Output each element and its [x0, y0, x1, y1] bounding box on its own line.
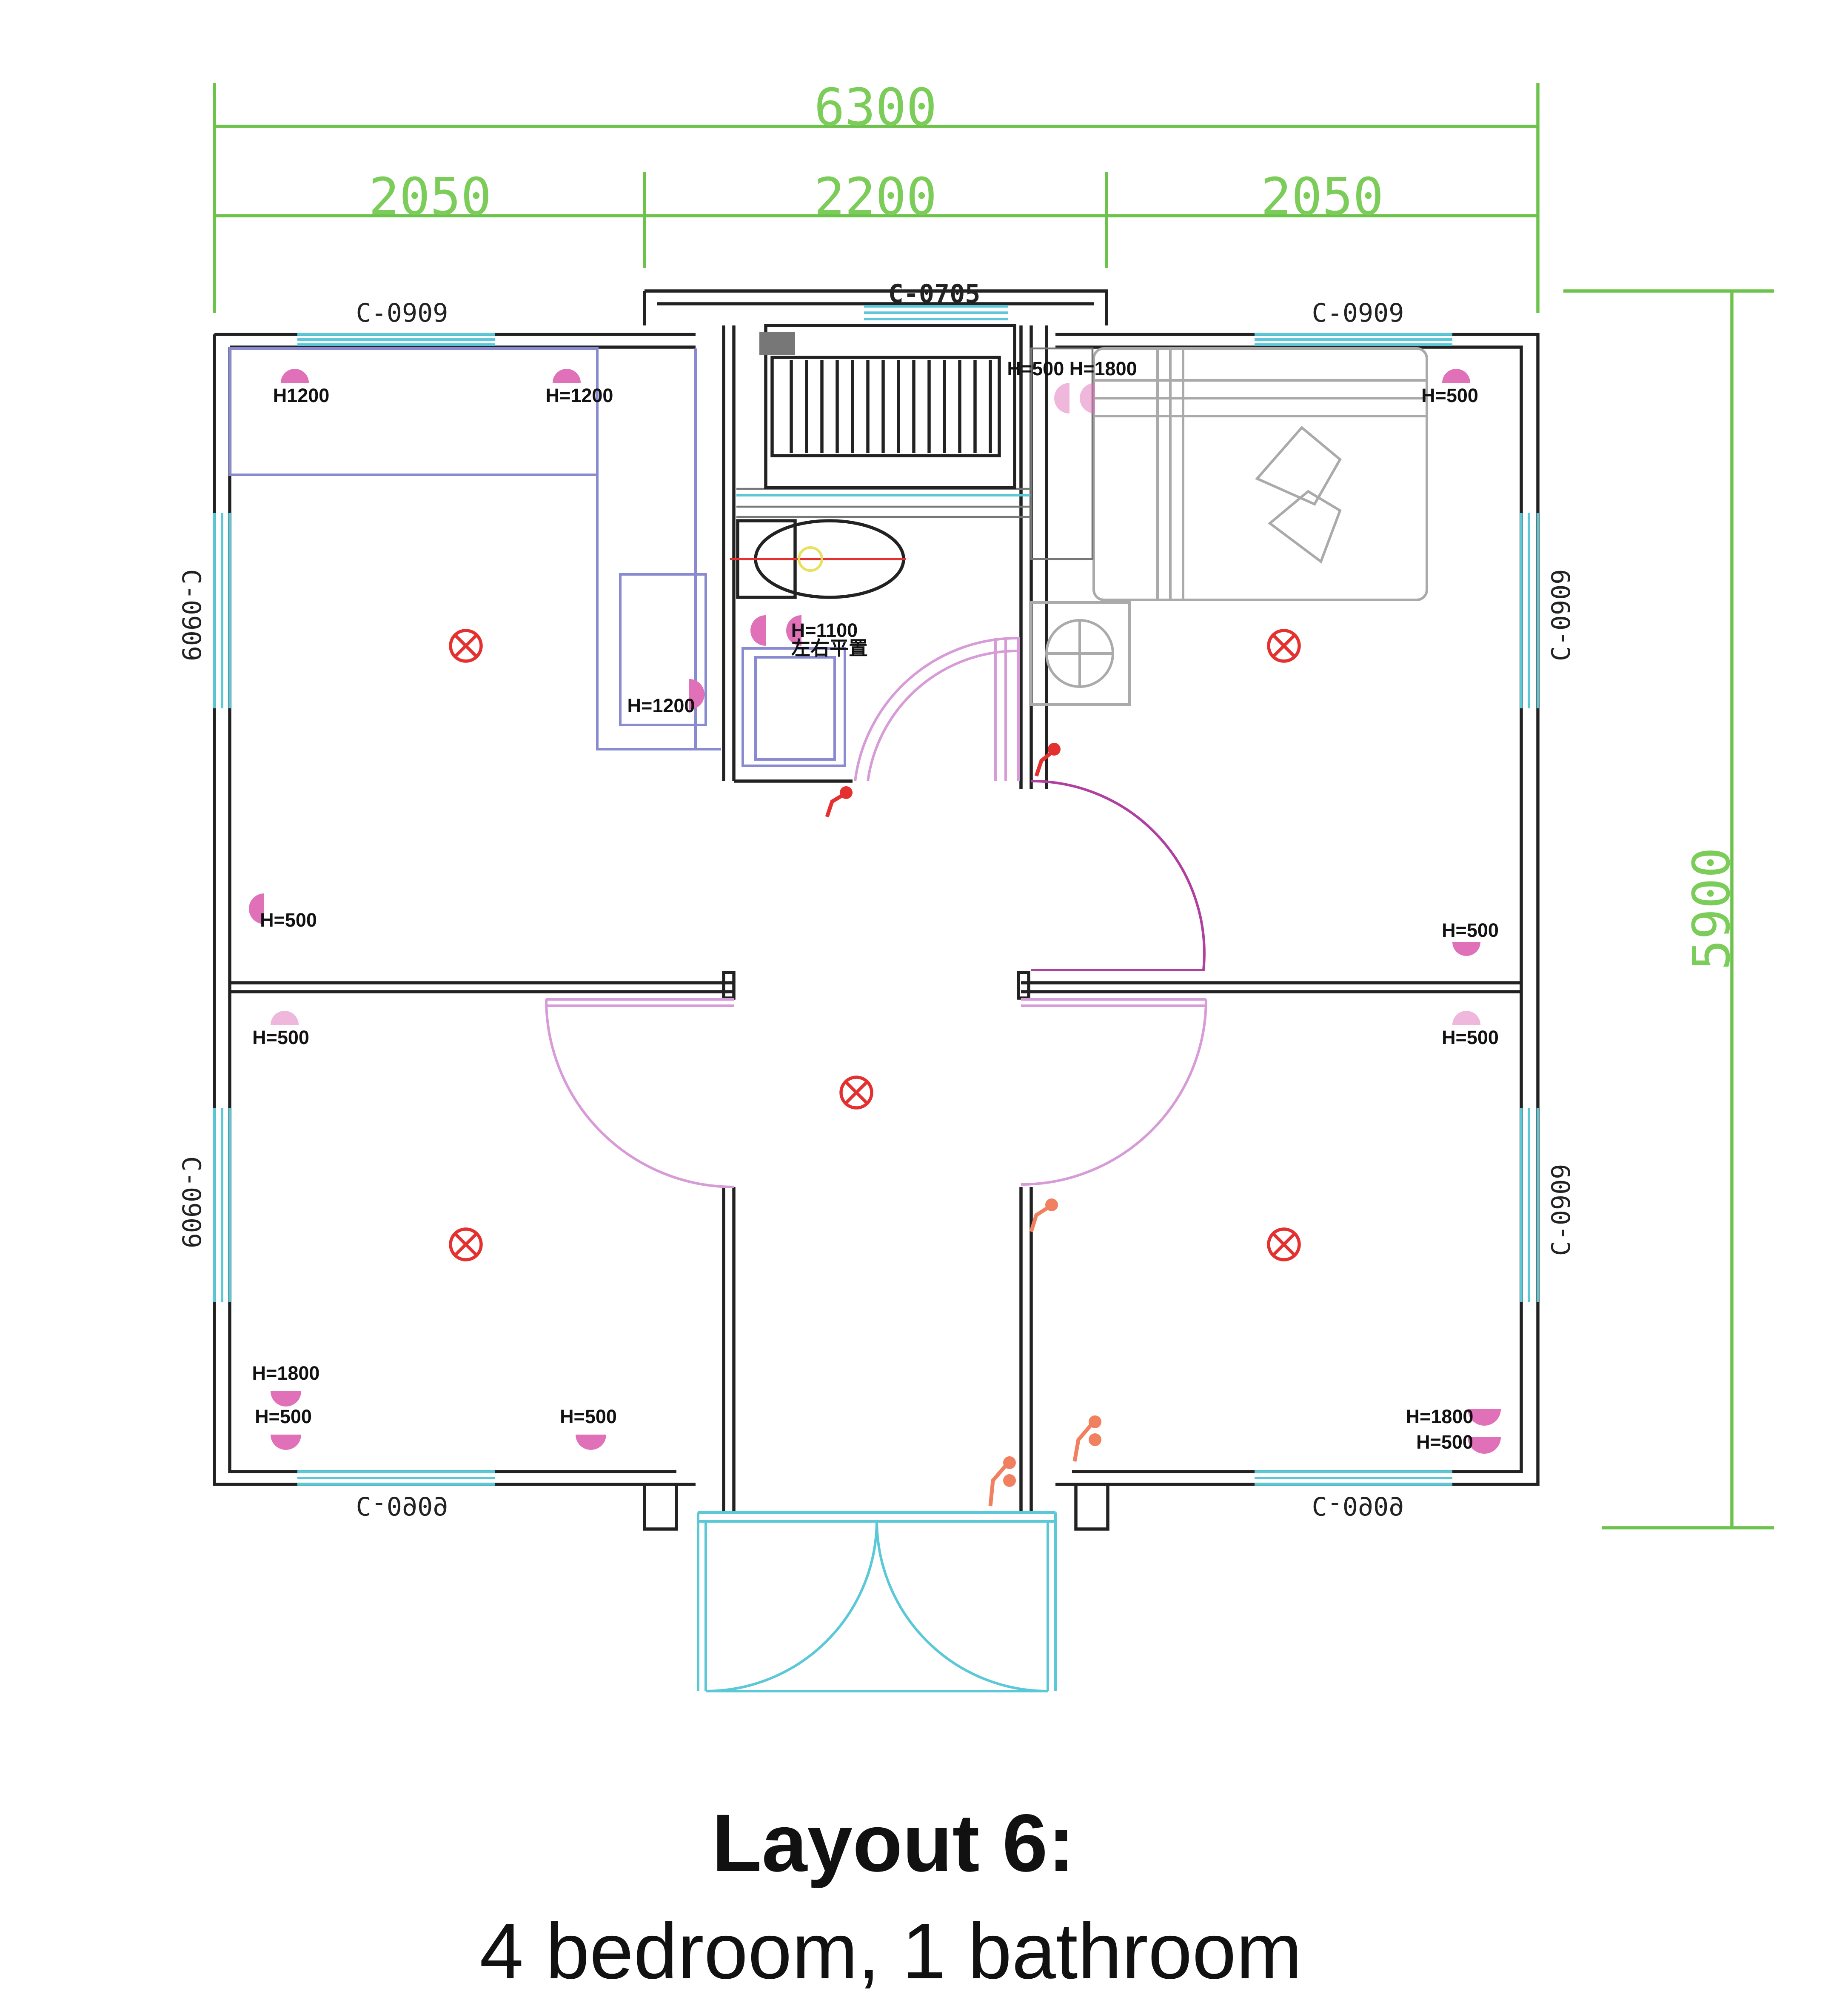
socket-icon	[271, 1011, 299, 1025]
entrance-door[interactable]	[697, 1511, 1057, 1692]
light-icon	[839, 1076, 873, 1110]
switches	[825, 743, 1101, 1506]
layout-subtitle: 4 bedroom, 1 bathroom	[479, 1907, 1302, 1995]
socket-icon	[576, 1435, 606, 1450]
height-label: 左右平置	[791, 637, 868, 659]
height-label: H=500	[1421, 385, 1478, 406]
sockets	[249, 369, 1501, 1454]
window-label: C-0909	[1312, 1491, 1404, 1521]
height-label: H=500 H=1800	[1007, 358, 1137, 379]
socket-icon	[1442, 369, 1470, 383]
switch-icon	[1034, 743, 1061, 777]
height-label: H1200	[273, 385, 330, 406]
socket-icon	[1054, 383, 1095, 414]
window-labels: C-0909 C-0909 C-0705 C-0909 C-0909 C-090…	[176, 279, 1576, 1521]
light-icon	[449, 1227, 483, 1261]
dim-middle-width: 2200	[814, 168, 937, 227]
height-label: H=500	[252, 1027, 309, 1048]
height-label: H=1800	[252, 1362, 320, 1384]
window-label: C-0909	[1312, 298, 1404, 328]
height-label: H=1200	[546, 385, 613, 406]
dim-total-width: 6300	[814, 78, 937, 137]
light-icon	[1267, 629, 1301, 663]
dim-left-width: 2050	[369, 168, 492, 227]
socket-icon	[271, 1391, 301, 1450]
dim-total-depth: 5900	[1683, 847, 1742, 970]
switch-icon	[1029, 1198, 1058, 1233]
height-label: H=500	[255, 1406, 312, 1427]
interior-doors	[545, 636, 1207, 1188]
socket-icon	[1467, 1409, 1501, 1454]
window-label: C-0909	[356, 298, 448, 328]
height-label: H=500	[1442, 1027, 1499, 1048]
socket-icon	[689, 679, 704, 710]
socket-icon	[1452, 942, 1480, 956]
height-label: H=500	[560, 1406, 617, 1427]
dim-right-width: 2050	[1261, 168, 1384, 227]
window-label: C-0909	[356, 1491, 448, 1521]
dimension-lines: 6300 2050 2200 2050 5900	[213, 78, 1774, 1529]
height-labels: H1200 H=1200 H=1200 H=1100 左右平置 H=500 H=…	[252, 358, 1499, 1453]
shower-grate	[759, 332, 1001, 457]
socket-icon	[750, 615, 801, 646]
switch-icon	[1072, 1415, 1101, 1462]
ceiling-lights	[449, 629, 1301, 1261]
furniture	[228, 332, 1428, 767]
height-label: H=500	[1442, 919, 1499, 941]
bed	[1030, 347, 1428, 601]
height-label: H=1200	[627, 695, 695, 716]
windows	[213, 305, 1539, 1486]
window-label: C-0909	[176, 569, 206, 662]
layout-title: Layout 6:	[712, 1797, 1075, 1889]
window-label: C-0909	[1546, 1164, 1576, 1256]
socket-icon	[1452, 1011, 1480, 1025]
window-label: C-0909	[176, 1156, 206, 1249]
socket-icon	[249, 893, 264, 924]
height-label: H=500	[1416, 1431, 1473, 1453]
washing-machine	[1030, 601, 1131, 706]
socket-icon	[281, 369, 309, 383]
height-label: H=500	[260, 909, 317, 931]
switch-icon	[988, 1456, 1016, 1506]
socket-icon	[553, 369, 581, 383]
window-label: C-0909	[1546, 569, 1576, 662]
walls	[213, 289, 1540, 1531]
height-label: H=1100	[791, 619, 858, 641]
switch-icon	[825, 786, 853, 818]
light-icon	[449, 629, 483, 663]
height-label: H=1800	[1406, 1406, 1474, 1427]
light-icon	[1267, 1227, 1301, 1261]
toilet	[730, 519, 906, 599]
window-label: C-0705	[888, 279, 981, 309]
